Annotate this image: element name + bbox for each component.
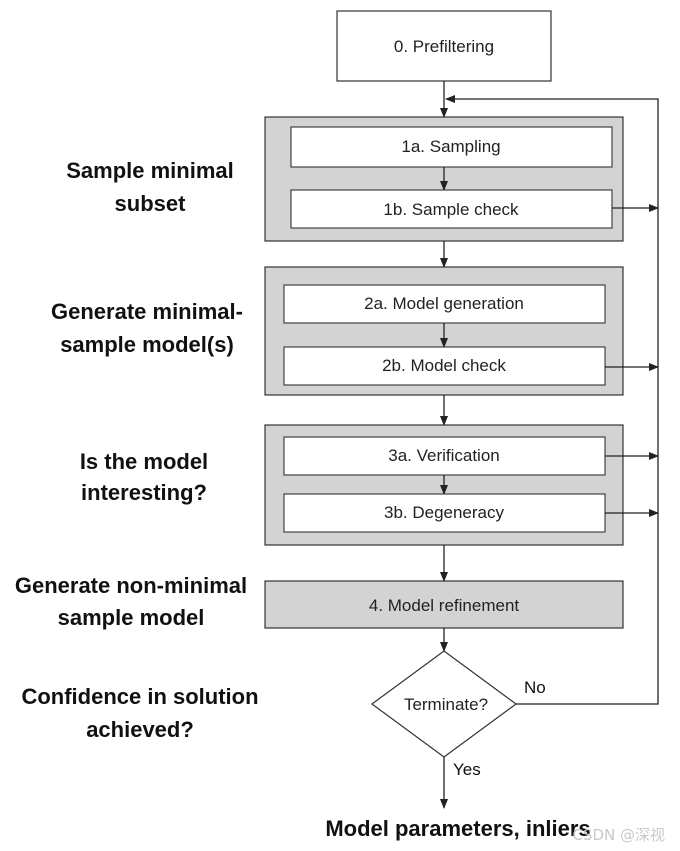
stage3-label-line1: Is the model	[80, 449, 208, 474]
degeneracy-label: 3b. Degeneracy	[384, 503, 505, 522]
prefilter-box	[336, 10, 552, 82]
sample-check-label: 1b. Sample check	[383, 200, 519, 219]
stage5-label-line1: Confidence in solution	[21, 684, 258, 709]
no-loop-line	[445, 95, 659, 705]
watermark: CSDN @深视	[572, 826, 665, 844]
model-generation-box	[283, 284, 606, 324]
stage5-label-line2: achieved?	[86, 717, 194, 742]
model-check-box	[283, 346, 606, 386]
stage4-label-line1: Generate non-minimal	[15, 573, 247, 598]
no-label: No	[524, 678, 546, 697]
verification-label: 3a. Verification	[388, 446, 500, 465]
refinement-label: 4. Model refinement	[369, 596, 520, 615]
sample-check-box	[290, 189, 613, 229]
terminate-label: Terminate?	[404, 695, 488, 714]
stage1-label-line1: Sample minimal	[66, 158, 234, 183]
sampling-box	[290, 126, 613, 168]
stage2-label-line1: Generate minimal-	[51, 299, 243, 324]
stage3-label-line2: interesting?	[81, 480, 207, 505]
model-check-label: 2b. Model check	[382, 356, 506, 375]
sampling-label: 1a. Sampling	[401, 137, 500, 156]
refinement-box	[264, 580, 624, 629]
stage2-label-line2: sample model(s)	[60, 332, 234, 357]
stage4-label-line2: sample model	[58, 605, 205, 630]
prefilter-label: 0. Prefiltering	[394, 37, 494, 56]
stage1-label-line2: subset	[115, 191, 187, 216]
yes-label: Yes	[453, 760, 481, 779]
output-label: Model parameters, inliers	[325, 816, 590, 841]
model-generation-label: 2a. Model generation	[364, 294, 524, 313]
